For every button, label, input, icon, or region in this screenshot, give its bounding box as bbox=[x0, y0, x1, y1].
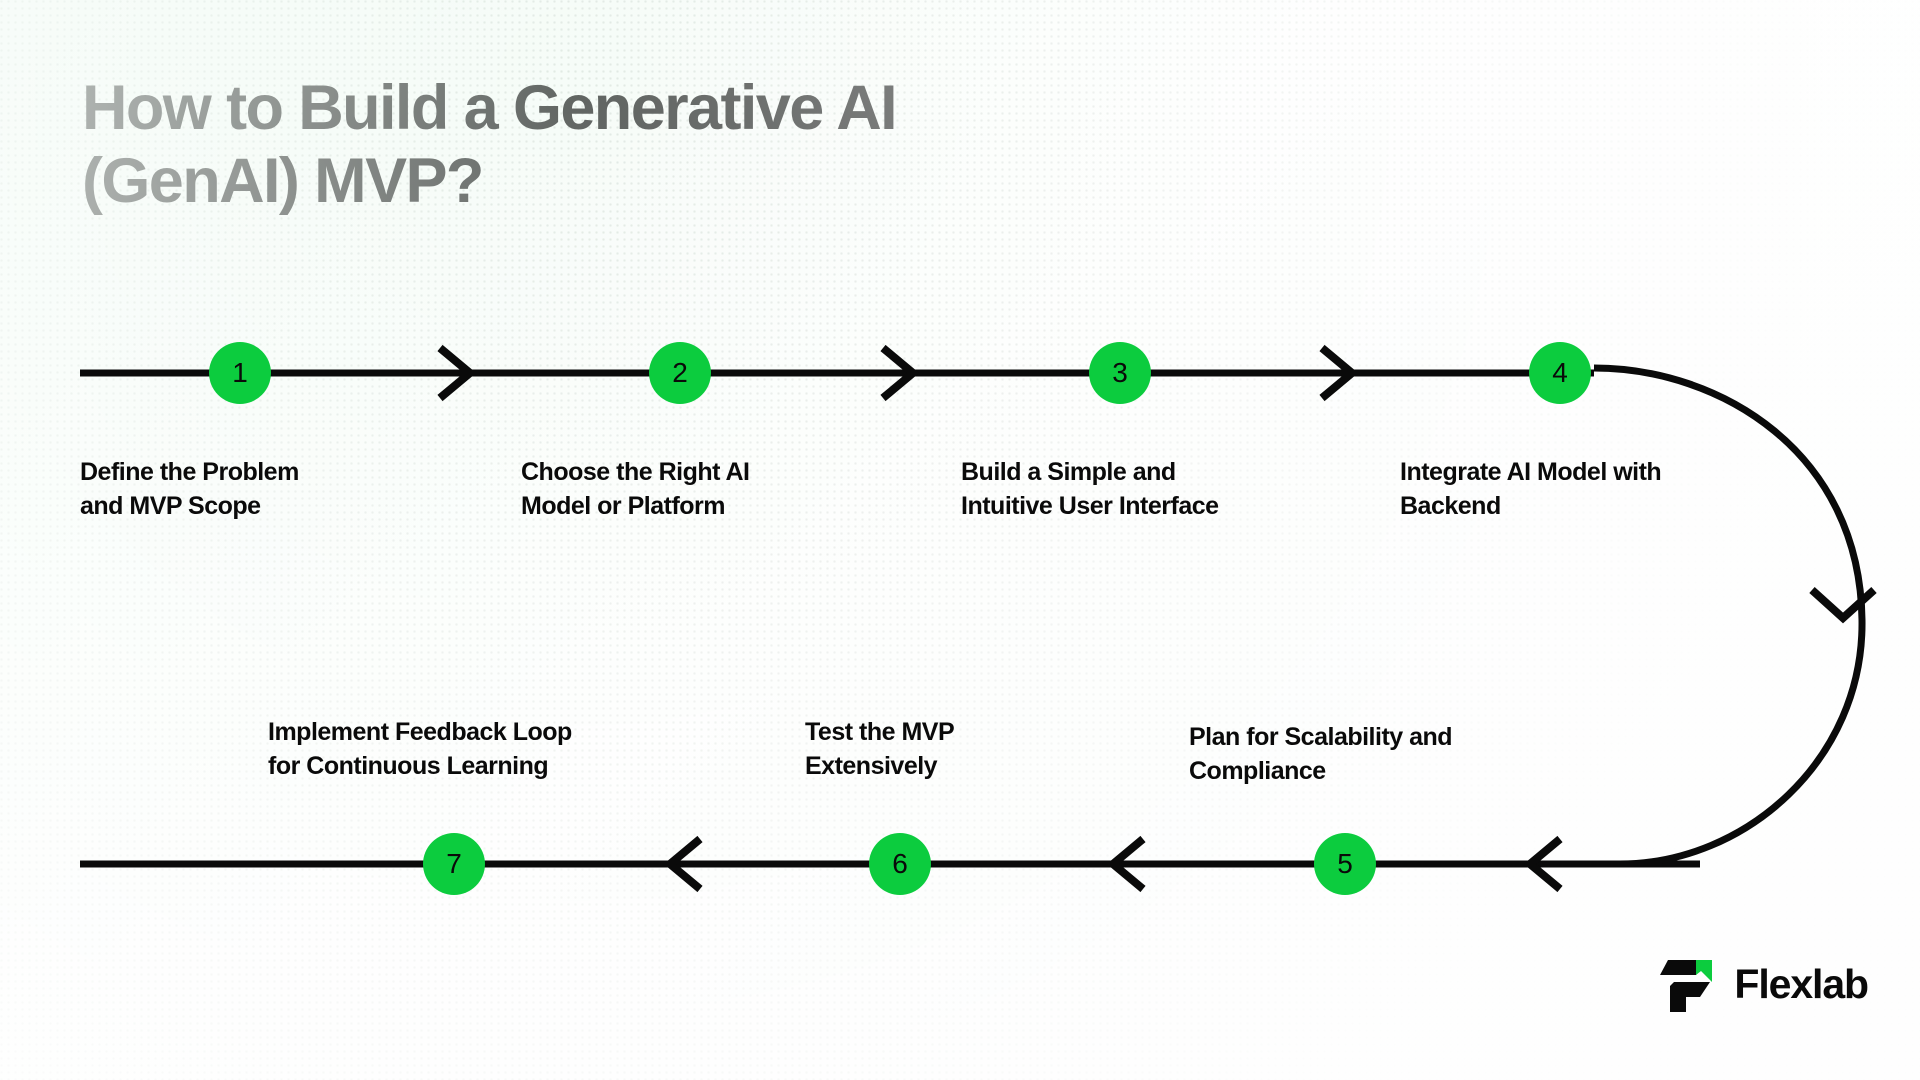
chevron-right-icon-2 bbox=[880, 344, 920, 402]
chevron-left-icon-3 bbox=[663, 835, 703, 893]
flexlab-mark-icon bbox=[1660, 960, 1713, 1012]
step-node-5[interactable]: 5 bbox=[1314, 833, 1376, 895]
step-node-7[interactable]: 7 bbox=[423, 833, 485, 895]
step-node-3[interactable]: 3 bbox=[1089, 342, 1151, 404]
page-title: How to Build a Generative AI (GenAI) MVP… bbox=[82, 73, 898, 217]
step-label-2: Choose the Right AI Model or Platform bbox=[521, 458, 750, 520]
step-label-1: Define the Problem and MVP Scope bbox=[80, 458, 299, 520]
step-label-7: Implement Feedback Loop for Continuous L… bbox=[268, 718, 572, 780]
brand-name: Flexlab bbox=[1734, 960, 1869, 1007]
chevron-left-icon-2 bbox=[1106, 835, 1146, 893]
step-node-6[interactable]: 6 bbox=[869, 833, 931, 895]
step-label-5: Plan for Scalability and Compliance bbox=[1189, 723, 1453, 785]
chevron-down-icon-curve bbox=[1809, 587, 1877, 624]
step-label-3: Build a Simple and Intuitive User Interf… bbox=[961, 458, 1219, 520]
chevron-right-icon-1 bbox=[437, 344, 477, 402]
step-node-2[interactable]: 2 bbox=[649, 342, 711, 404]
step-label-4: Integrate AI Model with Backend bbox=[1400, 458, 1662, 520]
step-node-1[interactable]: 1 bbox=[209, 342, 271, 404]
step-node-4[interactable]: 4 bbox=[1529, 342, 1591, 404]
chevron-right-icon-3 bbox=[1319, 344, 1359, 402]
chevron-left-icon-1 bbox=[1523, 835, 1563, 893]
brand-logo: Flexlab bbox=[1660, 956, 1869, 1012]
step-label-6: Test the MVP Extensively bbox=[805, 718, 955, 780]
u-turn-connector bbox=[1593, 364, 1866, 868]
